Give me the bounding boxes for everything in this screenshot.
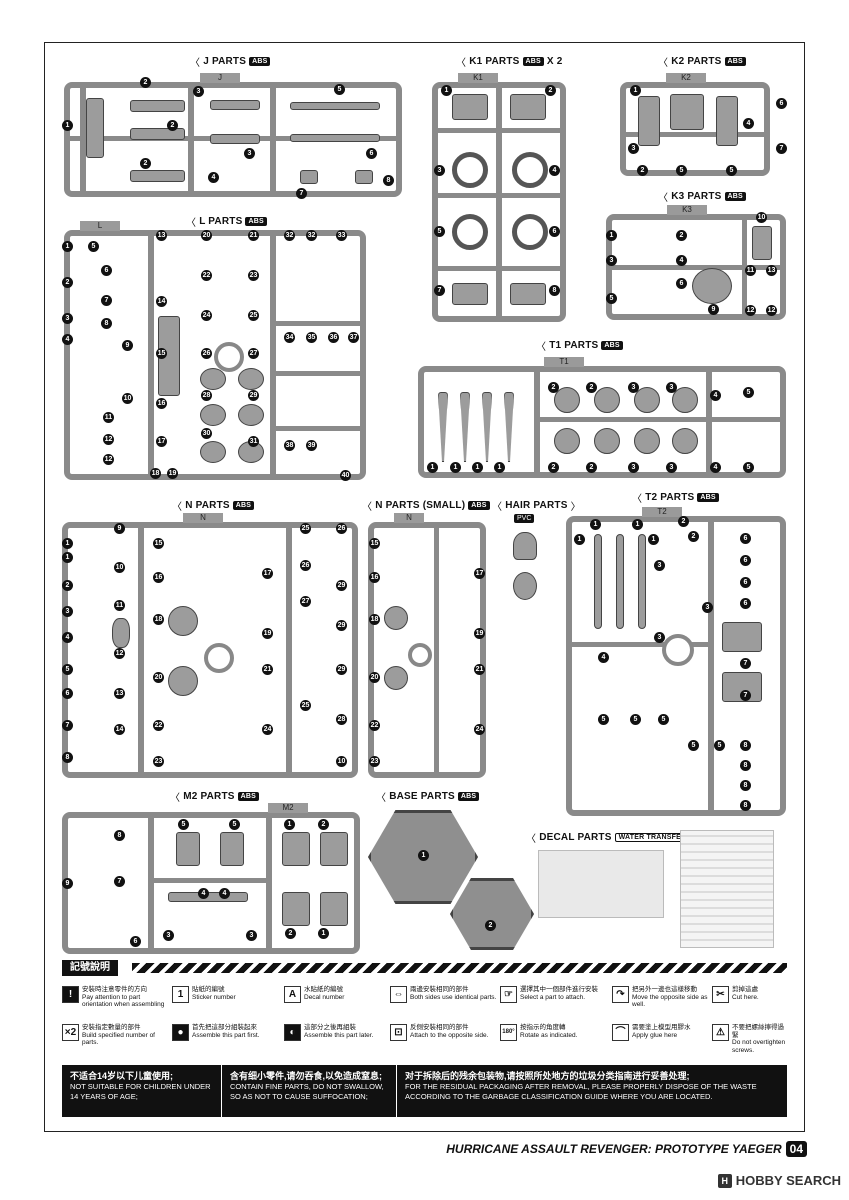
legend-symbol-icon: ● xyxy=(172,1024,189,1041)
n-runner: N xyxy=(62,513,358,778)
page-number: 04 xyxy=(785,1141,807,1157)
legend-symbol-icon: 180° xyxy=(500,1024,517,1041)
hair-part-1 xyxy=(513,532,537,560)
decal-sheet-large xyxy=(680,830,774,948)
legend-symbol-icon: ⌒ xyxy=(612,1024,629,1041)
k2-runner: K2 xyxy=(620,73,770,176)
hair-parts-heading: 〈HAIR PARTS〉 xyxy=(492,500,581,513)
t1-runner: T1 xyxy=(418,357,786,478)
warning-disposal: 对于拆除后的残余包装物,请按照所处地方的垃圾分类指南进行妥善处理;FOR THE… xyxy=(405,1071,757,1101)
legend-symbol-icon: ⚠ xyxy=(712,1024,729,1041)
legend-symbol-icon: ↷ xyxy=(612,986,629,1003)
legend-symbol-icon: ☞ xyxy=(500,986,517,1003)
j-runner: J xyxy=(64,73,402,197)
t2-runner: T2 xyxy=(566,507,786,816)
legend-title: 記號說明 xyxy=(62,960,118,976)
warning-small-parts: 含有细小零件,请勿吞食,以免造成窒息;CONTAIN FINE PARTS, D… xyxy=(222,1065,397,1117)
legend-stripe xyxy=(132,963,787,973)
n-small-runner: N xyxy=(368,513,486,778)
pvc-tag: PVC xyxy=(514,514,535,523)
warning-age: 不适合14岁以下儿童使用;NOT SUITABLE FOR CHILDREN U… xyxy=(62,1065,222,1117)
n-small-parts-heading: 〈N PARTS (SMALL)ABS xyxy=(362,498,490,513)
legend-symbol-icon: ⇔ xyxy=(390,986,407,1003)
legend-symbol-icon: A xyxy=(284,986,301,1003)
legend-symbol-icon: 1 xyxy=(172,986,189,1003)
legend-symbol-icon: ✂ xyxy=(712,986,729,1003)
safety-warning-bar: 不适合14岁以下儿童使用;NOT SUITABLE FOR CHILDREN U… xyxy=(62,1065,787,1117)
product-title: HURRICANE ASSAULT REVENGER: PROTOTYPE YA… xyxy=(446,1142,782,1156)
manual-page-frame xyxy=(44,42,805,1132)
base-part-2 xyxy=(450,878,534,950)
legend-symbol-icon: ◐ xyxy=(284,1024,301,1041)
decal-sheet-small xyxy=(538,850,664,918)
k1-runner: K1 xyxy=(432,73,566,322)
k3-runner: K3 xyxy=(606,205,786,320)
m2-runner: M2 xyxy=(62,803,360,954)
l-runner: L xyxy=(64,221,366,480)
footer: HURRICANE ASSAULT REVENGER: PROTOTYPE YA… xyxy=(446,1141,807,1157)
legend-symbol-icon: ×2 xyxy=(62,1024,79,1041)
hair-part-2 xyxy=(513,572,537,600)
legend-symbol-icon: ⊡ xyxy=(390,1024,407,1041)
legend-symbol-icon: ! xyxy=(62,986,79,1003)
hobby-search-logo-icon: H xyxy=(717,1173,732,1188)
watermark: H HOBBY SEARCH xyxy=(717,1173,841,1188)
